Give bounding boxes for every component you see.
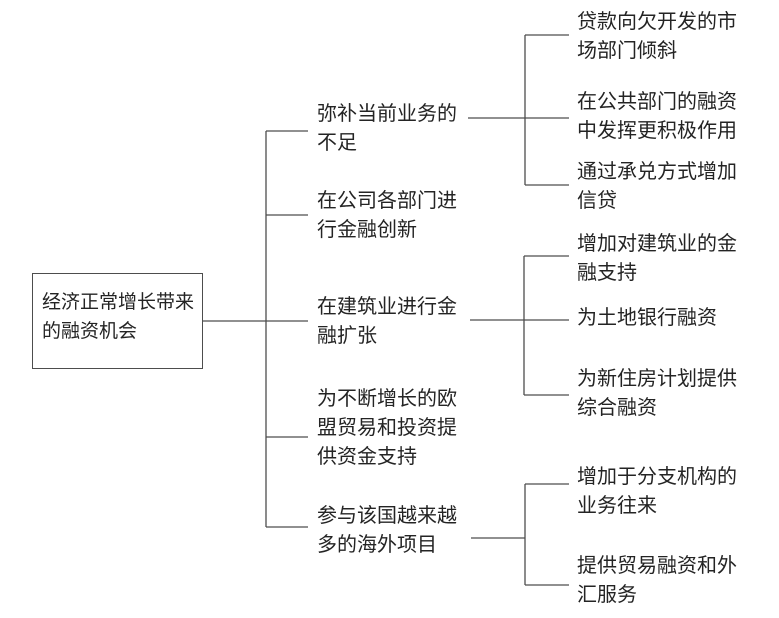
leaf-node-1: 贷款向欠开发的市场部门倾斜 bbox=[577, 9, 737, 62]
branch-node-3: 在建筑业进行金融扩张 bbox=[317, 294, 457, 347]
leaf-node-6: 为新住房计划提供综合融资 bbox=[577, 366, 737, 419]
root-node-label: 经济正常增长带来的融资机会 bbox=[42, 291, 195, 342]
leaf-node-4: 增加对建筑业的金融支持 bbox=[577, 231, 737, 284]
leaf-node-3: 通过承兑方式增加信贷 bbox=[577, 159, 737, 212]
branch-node-2: 在公司各部门进行金融创新 bbox=[317, 188, 457, 241]
branch-node-5: 参与该国越来越多的海外项目 bbox=[317, 503, 457, 556]
leaf-node-5: 为土地银行融资 bbox=[577, 305, 717, 329]
leaf-node-7: 增加于分支机构的业务往来 bbox=[577, 464, 737, 517]
root-node: 经济正常增长带来的融资机会 bbox=[32, 273, 203, 369]
branch-node-4: 为不断增长的欧盟贸易和投资提供资金支持 bbox=[317, 386, 457, 468]
leaf-node-2: 在公共部门的融资中发挥更积极作用 bbox=[577, 89, 737, 142]
leaf-node-8: 提供贸易融资和外汇服务 bbox=[577, 553, 737, 606]
branch-node-1: 弥补当前业务的不足 bbox=[317, 101, 457, 154]
